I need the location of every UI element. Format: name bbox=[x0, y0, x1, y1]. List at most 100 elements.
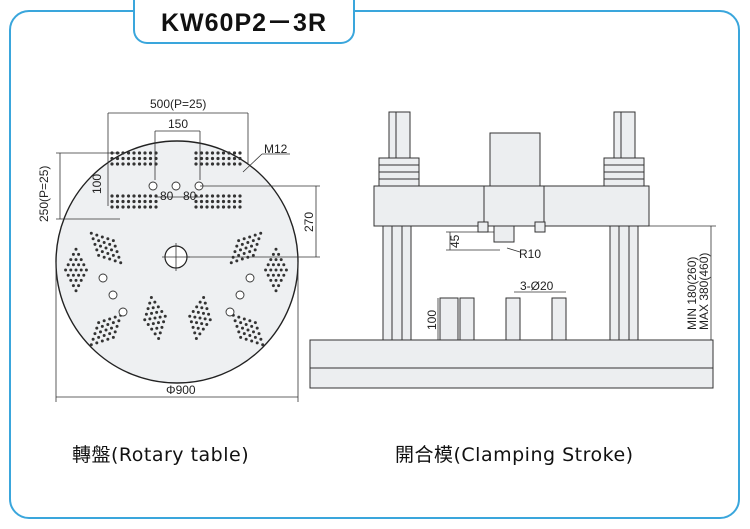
hole bbox=[210, 151, 215, 155]
hole bbox=[106, 337, 110, 341]
hole bbox=[77, 273, 81, 277]
hole bbox=[151, 306, 155, 310]
hole bbox=[238, 248, 242, 252]
hole bbox=[121, 205, 125, 209]
hole bbox=[274, 268, 278, 272]
hole bbox=[227, 156, 231, 161]
hole bbox=[115, 194, 120, 198]
hole bbox=[210, 194, 215, 198]
hole bbox=[100, 324, 104, 328]
hole bbox=[269, 258, 273, 262]
hole bbox=[202, 296, 206, 300]
hole bbox=[82, 263, 86, 267]
hole bbox=[207, 312, 211, 316]
hole bbox=[271, 273, 275, 277]
hole bbox=[284, 268, 288, 272]
dim-m12: M12 bbox=[264, 142, 288, 156]
hole bbox=[198, 316, 202, 320]
hole bbox=[111, 335, 115, 339]
dim-80-left: 80 bbox=[160, 189, 174, 203]
hole bbox=[71, 284, 75, 288]
hole bbox=[115, 205, 120, 209]
hole bbox=[158, 331, 162, 335]
hole bbox=[143, 318, 147, 322]
hole bbox=[221, 194, 226, 198]
hole bbox=[253, 321, 257, 325]
hole bbox=[198, 300, 202, 304]
hole bbox=[154, 205, 158, 209]
hole bbox=[274, 258, 278, 262]
hole bbox=[253, 248, 257, 252]
hole bbox=[106, 237, 110, 241]
hole bbox=[238, 156, 242, 161]
post-2 bbox=[459, 297, 475, 341]
hole bbox=[240, 257, 244, 261]
hole bbox=[115, 199, 120, 204]
hole bbox=[148, 317, 152, 321]
hole bbox=[93, 242, 97, 246]
hole bbox=[143, 199, 147, 204]
hole bbox=[279, 268, 283, 272]
hole bbox=[74, 258, 78, 262]
hole bbox=[113, 330, 117, 334]
hole bbox=[240, 242, 244, 246]
hole bbox=[74, 289, 78, 293]
hole bbox=[71, 263, 75, 267]
hole bbox=[74, 247, 78, 251]
dim-min-stroke: MIN 180(260) bbox=[685, 257, 699, 330]
post-4 bbox=[551, 297, 567, 341]
hole bbox=[235, 244, 239, 248]
hole bbox=[216, 162, 220, 166]
dim-phi900: Φ900 bbox=[166, 383, 196, 397]
hole-pattern bbox=[64, 151, 288, 347]
hole bbox=[160, 325, 164, 329]
hole bbox=[282, 273, 286, 277]
hole bbox=[271, 284, 275, 288]
hole bbox=[106, 322, 110, 326]
hole bbox=[155, 326, 159, 330]
hole bbox=[205, 194, 209, 198]
hole bbox=[221, 205, 226, 209]
hole bbox=[269, 268, 273, 272]
hole bbox=[119, 261, 123, 265]
hole bbox=[104, 246, 108, 250]
locating-pins bbox=[98, 181, 255, 317]
hole bbox=[137, 151, 142, 155]
hole bbox=[100, 339, 104, 343]
hole bbox=[208, 318, 212, 322]
clamping-caption: 開合模(Clamping Stroke) bbox=[395, 444, 634, 466]
hole bbox=[194, 336, 198, 340]
hole bbox=[108, 257, 112, 261]
hole bbox=[269, 278, 273, 282]
hole bbox=[143, 194, 147, 198]
hole bbox=[238, 199, 242, 204]
hole bbox=[117, 319, 121, 323]
hole bbox=[216, 199, 220, 204]
hole bbox=[237, 239, 241, 243]
hole bbox=[221, 156, 226, 161]
hole bbox=[188, 314, 192, 318]
hole bbox=[199, 162, 204, 166]
hole bbox=[237, 253, 241, 257]
dim-500: 500(P=25) bbox=[150, 97, 206, 111]
hole bbox=[282, 263, 286, 267]
hole bbox=[151, 322, 155, 326]
hole bbox=[91, 237, 95, 241]
hole bbox=[126, 151, 131, 155]
hole bbox=[156, 321, 160, 325]
hole bbox=[108, 332, 112, 336]
hole bbox=[121, 194, 125, 198]
hole bbox=[279, 258, 283, 262]
right-column bbox=[609, 225, 639, 341]
hole bbox=[257, 237, 261, 241]
hole bbox=[205, 205, 209, 209]
hole bbox=[102, 334, 106, 338]
hole bbox=[191, 310, 195, 314]
hole bbox=[126, 156, 131, 161]
hole bbox=[261, 343, 265, 347]
hole bbox=[205, 199, 209, 204]
hole bbox=[106, 252, 110, 256]
hole bbox=[246, 328, 250, 332]
hole bbox=[110, 194, 114, 198]
hole bbox=[79, 268, 83, 272]
